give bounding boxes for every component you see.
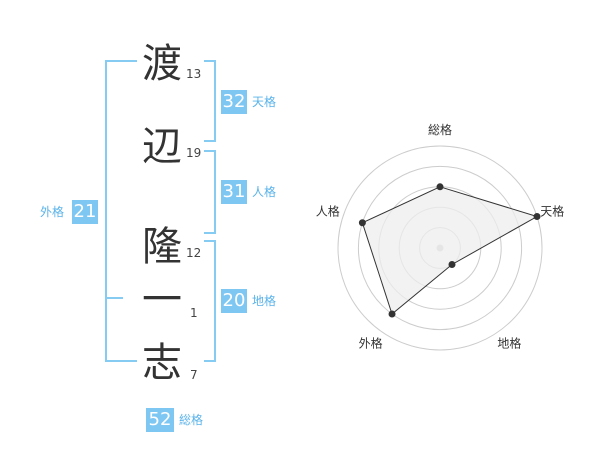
chikaku-bracket — [204, 240, 216, 362]
soukaku-value: 52 — [146, 408, 174, 432]
name-char-4: 一 — [142, 277, 182, 323]
stroke-count-3: 12 — [186, 246, 202, 260]
name-char-2: 辺 — [142, 124, 182, 170]
radar-point-1 — [436, 183, 444, 191]
stroke-count-5: 7 — [190, 368, 198, 382]
name-char-3: 隆 — [142, 224, 182, 270]
radar-point-5 — [358, 219, 366, 227]
stroke-count-1: 13 — [186, 67, 202, 81]
radar-label-4: 外格 — [359, 336, 383, 351]
soukaku-label: 総格 — [179, 413, 204, 427]
radar-point-3 — [448, 261, 456, 269]
gaikaku-bracket — [105, 60, 137, 362]
radar-point-2 — [533, 212, 541, 220]
radar-label-2: 天格 — [540, 204, 564, 219]
tenkaku-label: 天格 — [252, 95, 277, 109]
name-char-5: 志 — [142, 340, 182, 386]
gaikaku-value: 21 — [72, 200, 98, 224]
radar-ring-5 — [337, 145, 543, 351]
radar-label-3: 地格 — [497, 336, 521, 351]
chikaku-value: 20 — [221, 289, 247, 313]
radar-label-1: 総格 — [428, 122, 452, 137]
gaikaku-label: 外格 — [40, 205, 65, 219]
tenkaku-bracket — [204, 60, 216, 142]
stroke-count-2: 19 — [186, 146, 202, 160]
radar-ring-4 — [357, 165, 523, 331]
jinkaku-value: 31 — [221, 180, 247, 204]
radar-label-5: 人格 — [316, 204, 340, 219]
stroke-count-4: 1 — [190, 306, 198, 320]
radar-points — [358, 183, 541, 318]
radar-point-4 — [388, 310, 396, 318]
jinkaku-bracket — [204, 150, 216, 234]
name-char-1: 渡 — [142, 41, 182, 87]
gaikaku-bracket-mid — [105, 297, 123, 299]
tenkaku-value: 32 — [221, 90, 247, 114]
radar-area — [361, 186, 539, 315]
jinkaku-label: 人格 — [252, 185, 277, 199]
chikaku-label: 地格 — [252, 294, 277, 308]
